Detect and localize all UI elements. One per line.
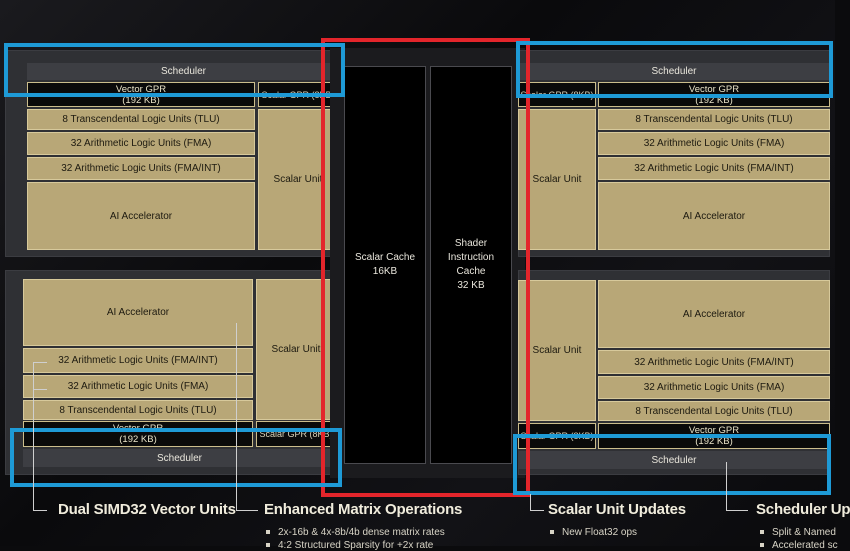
vector-gpr-size: (192 KB): [695, 94, 733, 106]
matrix-bullet-1: 2x-16b & 4x-8b/4b dense matrix rates: [266, 527, 445, 538]
left-top-fma: 32 Arithmetic Logic Units (FMA): [27, 132, 255, 155]
caption-scalar-updates: Scalar Unit Updates: [548, 501, 686, 518]
left-bottom-fma-int: 32 Arithmetic Logic Units (FMA/INT): [23, 348, 253, 373]
right-top-tlu: 8 Transcendental Logic Units (TLU): [598, 109, 830, 130]
left-top-scheduler: Scheduler: [27, 63, 340, 80]
scheduler-highlight-box-left-top: [4, 43, 345, 97]
scheduler-bullet-1-text: Split & Named: [772, 527, 836, 538]
left-bottom-ai-accelerator: AI Accelerator: [23, 279, 253, 346]
left-bottom-tlu: 8 Transcendental Logic Units (TLU): [23, 400, 253, 420]
right-bottom-tlu: 8 Transcendental Logic Units (TLU): [598, 401, 830, 421]
scheduler-bullet-1: Split & Named: [760, 527, 836, 538]
left-bottom-fma: 32 Arithmetic Logic Units (FMA): [23, 375, 253, 398]
matrix-bullet-1-text: 2x-16b & 4x-8b/4b dense matrix rates: [278, 527, 445, 538]
leader-dual-simd-top: [33, 362, 47, 363]
scalar-cache-size: 16KB: [372, 266, 398, 277]
vector-gpr-label: Vector GPR: [688, 83, 740, 95]
left-top-tlu: 8 Transcendental Logic Units (TLU): [27, 109, 255, 130]
vector-gpr-size: (192 KB): [695, 436, 733, 447]
shader-cache-size: 32 KB: [457, 280, 485, 291]
leader-scheduler-bottom: [726, 510, 748, 511]
left-top-fma-int: 32 Arithmetic Logic Units (FMA/INT): [27, 157, 255, 180]
scheduler-highlight-box-left-bottom: [10, 428, 342, 487]
caption-scheduler-updates: Scheduler Up: [756, 501, 850, 518]
leader-matrix-bottom: [236, 510, 258, 511]
scalar-cache: Scalar Cache 16KB: [344, 66, 426, 464]
shader-instruction-cache: Shader Instruction Cache 32 KB: [430, 66, 512, 464]
left-top-ai-accelerator: AI Accelerator: [27, 182, 255, 250]
right-bottom-ai-accelerator: AI Accelerator: [598, 280, 830, 348]
caption-matrix-ops: Enhanced Matrix Operations: [264, 501, 463, 518]
right-top-ai-accelerator: AI Accelerator: [598, 182, 830, 250]
matrix-bullet-2: 4:2 Structured Sparsity for +2x rate: [266, 540, 433, 551]
vector-gpr-size: (192 KB): [119, 434, 157, 445]
leader-scalar-bottom: [530, 510, 544, 511]
right-top-scalar-unit: Scalar Unit: [518, 109, 596, 250]
vector-gpr-label: Vector GPR: [688, 425, 740, 436]
scalar-cache-label: Scalar Cache: [354, 252, 416, 263]
right-bottom-scalar-unit: Scalar Unit: [518, 280, 596, 421]
shader-cache-line-3: Cache: [456, 266, 486, 277]
caption-dual-simd: Dual SIMD32 Vector Units: [58, 501, 236, 518]
right-top-fma-int: 32 Arithmetic Logic Units (FMA/INT): [598, 157, 830, 180]
vector-gpr-size: (192 KB): [122, 94, 160, 106]
leader-scheduler-vertical: [726, 462, 727, 510]
shader-cache-line-2: Instruction: [447, 252, 495, 263]
right-top-scheduler: Scheduler: [518, 63, 830, 80]
leader-matrix-vertical: [236, 323, 237, 510]
leader-dual-simd-vertical: [33, 362, 34, 510]
scalar-bullet-1: New Float32 ops: [550, 527, 637, 538]
scheduler-highlight-box-right-bottom: [513, 434, 831, 495]
shader-cache-line-1: Shader: [454, 238, 488, 249]
right-bottom-fma-int: 32 Arithmetic Logic Units (FMA/INT): [598, 350, 830, 374]
scheduler-bullet-2-text: Accelerated sc: [772, 540, 838, 551]
right-top-fma: 32 Arithmetic Logic Units (FMA): [598, 132, 830, 155]
scheduler-bullet-2: Accelerated sc: [760, 540, 838, 551]
vector-gpr-label: Vector GPR: [115, 83, 167, 95]
scalar-unit-highlight-box: [321, 38, 530, 497]
scalar-bullet-1-text: New Float32 ops: [562, 527, 638, 538]
leader-dual-simd-mid: [33, 389, 47, 390]
scheduler-highlight-box-right-top: [516, 41, 833, 98]
right-bottom-scheduler: Scheduler: [518, 451, 830, 469]
leader-scalar-vertical: [530, 494, 531, 510]
right-bottom-fma: 32 Arithmetic Logic Units (FMA): [598, 376, 830, 399]
leader-dual-simd-bottom: [33, 510, 47, 511]
matrix-bullet-2-text: 4:2 Structured Sparsity for +2x rate: [278, 540, 434, 551]
left-bottom-scheduler: Scheduler: [23, 449, 336, 467]
